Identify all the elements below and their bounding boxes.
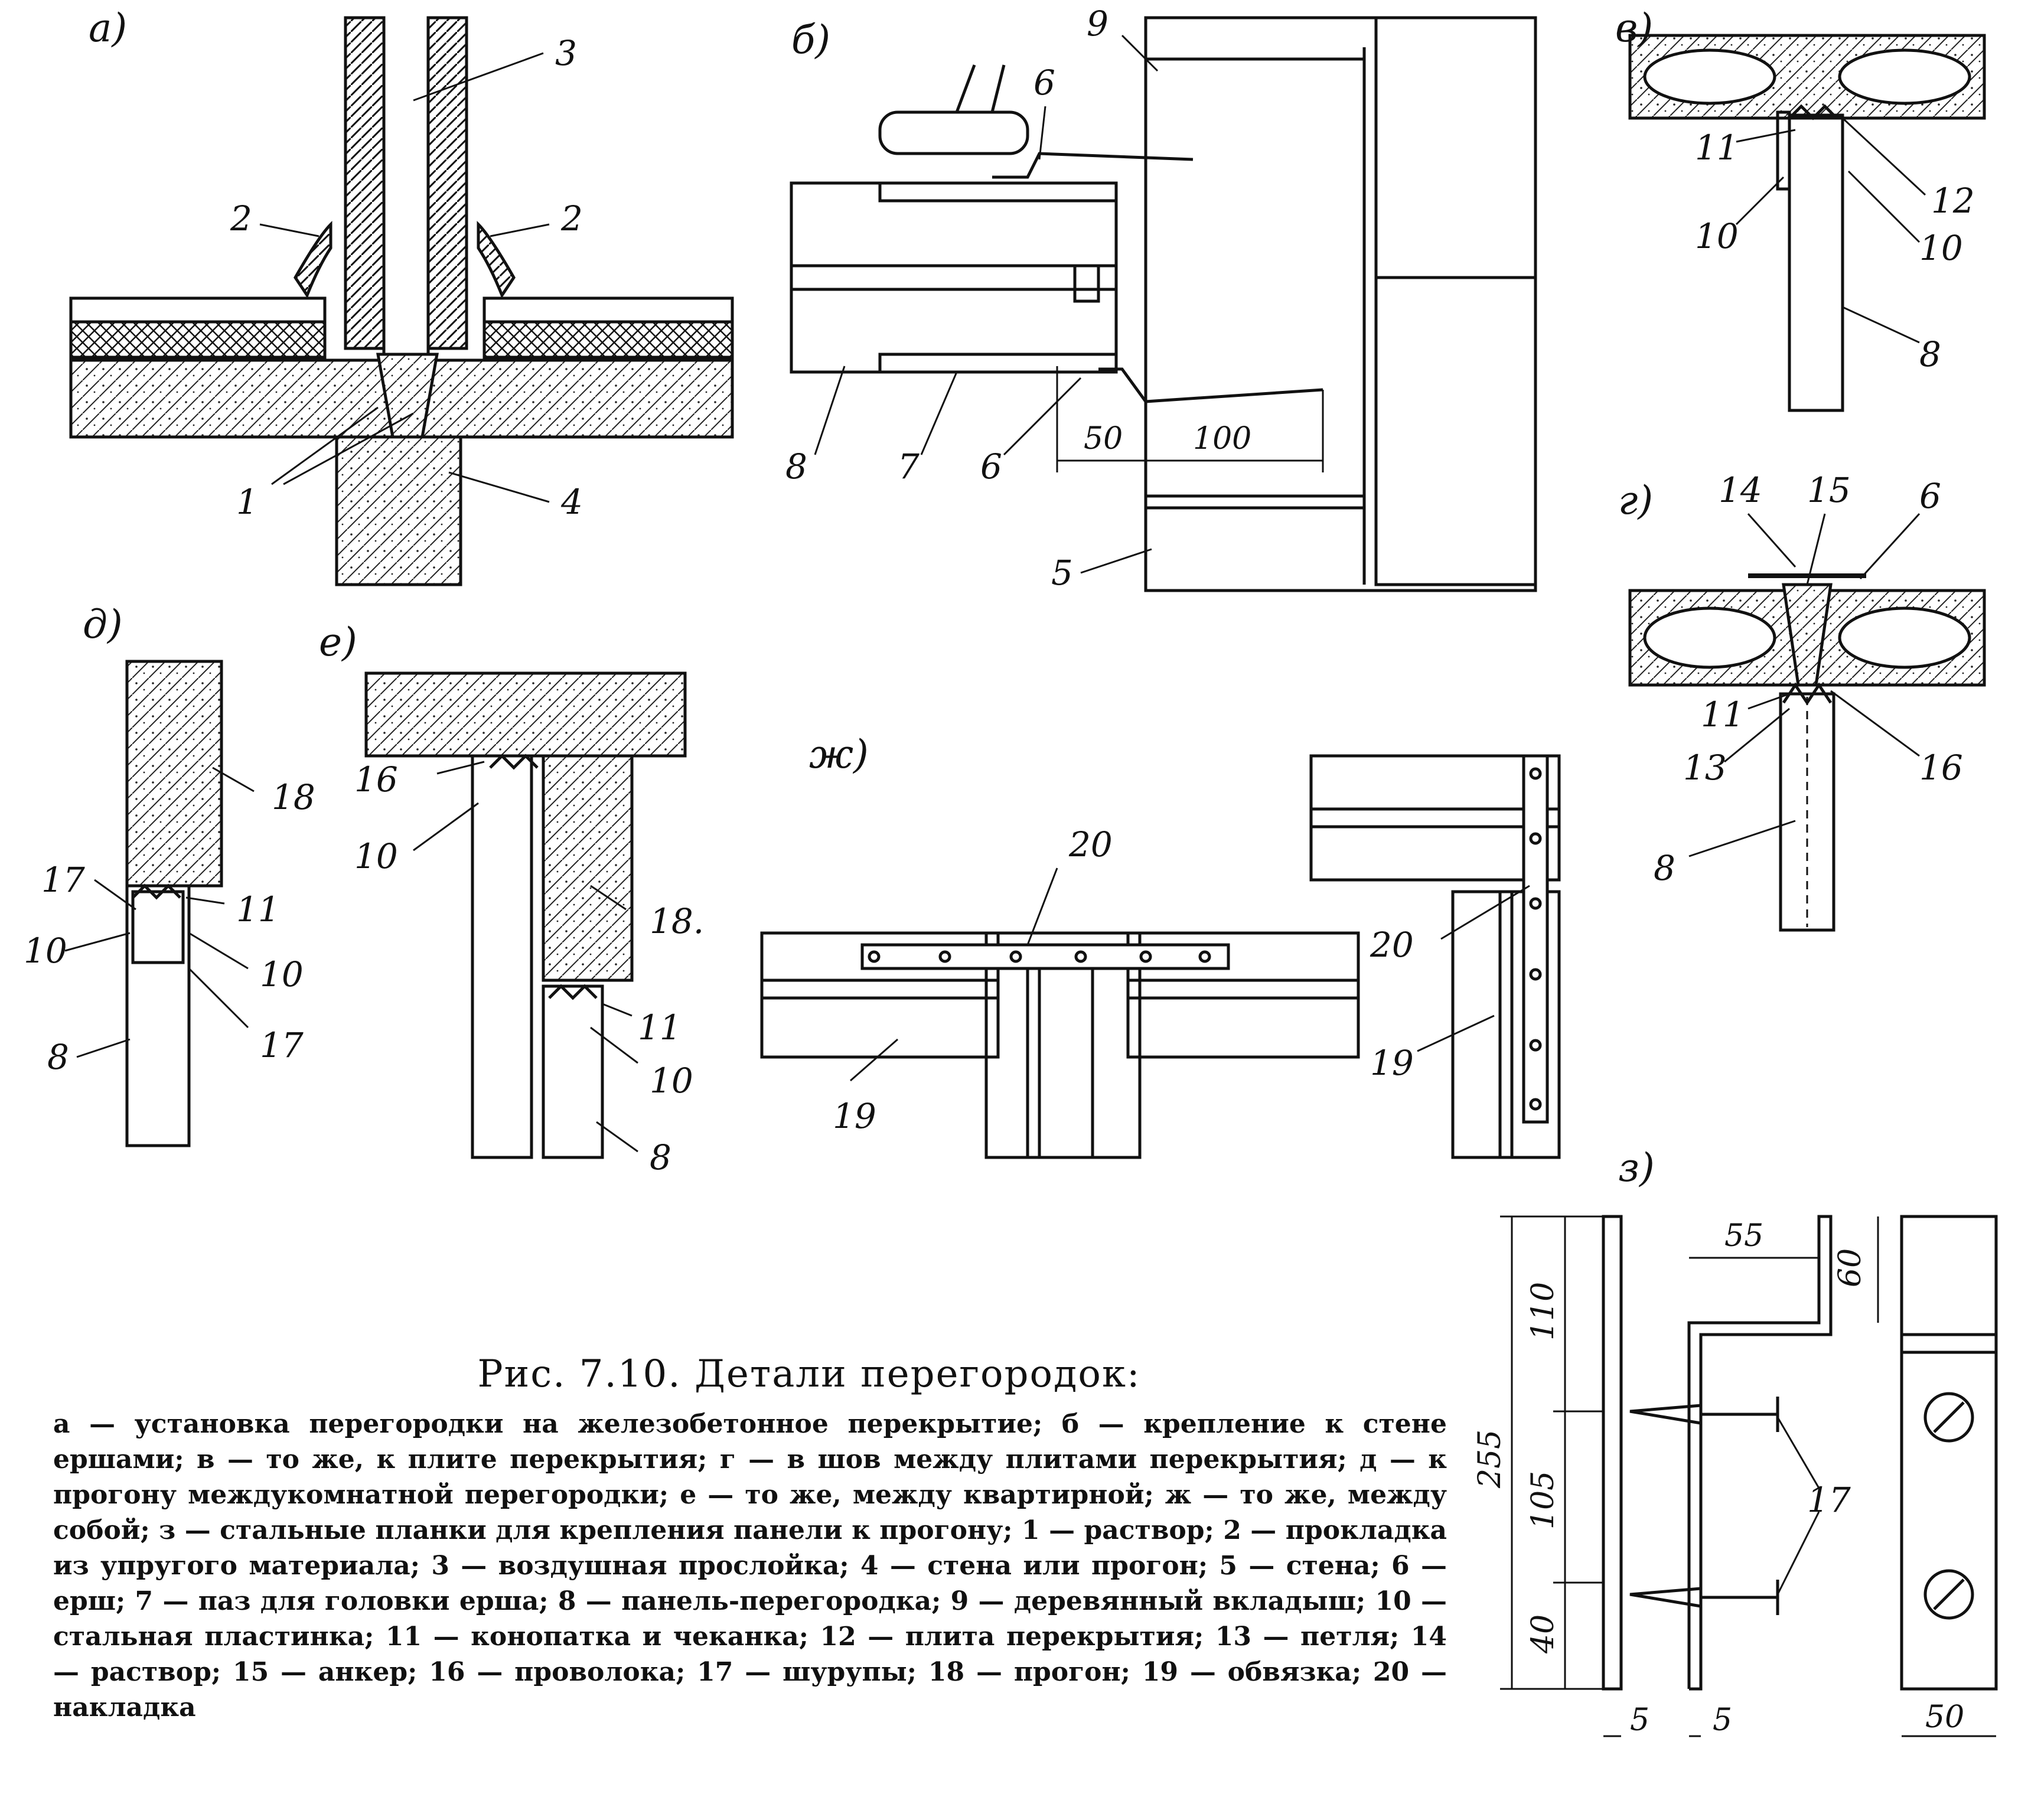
panel-letter-a: а) bbox=[89, 5, 127, 51]
label-8-e: 8 bbox=[650, 1137, 671, 1178]
label-17-z: 17 bbox=[1807, 1480, 1851, 1520]
panel-letter-d: д) bbox=[83, 602, 123, 647]
dim-5-left: 5 bbox=[1630, 1702, 1649, 1738]
panel-letter-g: г) bbox=[1618, 478, 1653, 523]
panel-a-drawing bbox=[69, 16, 734, 586]
label-16-e: 16 bbox=[354, 759, 398, 800]
dim-55: 55 bbox=[1724, 1218, 1763, 1254]
dim-5-right: 5 bbox=[1713, 1702, 1732, 1738]
label-11-g: 11 bbox=[1701, 694, 1745, 735]
dim-255: 255 bbox=[1472, 1430, 1508, 1489]
figure-title: Рис. 7.10. Детали перегородок: bbox=[477, 1352, 1141, 1396]
label-2-left: 2 bbox=[230, 198, 252, 239]
label-19-right: 19 bbox=[1370, 1043, 1414, 1083]
panel-e-drawing bbox=[364, 671, 687, 1159]
dim-100: 100 bbox=[1193, 421, 1251, 456]
panel-g-drawing bbox=[1628, 513, 1986, 932]
label-8-b: 8 bbox=[785, 446, 807, 487]
label-17-d-bottom: 17 bbox=[260, 1025, 304, 1065]
dim-50-z: 50 bbox=[1925, 1700, 1964, 1735]
dim-105: 105 bbox=[1525, 1471, 1561, 1529]
panel-b-drawing bbox=[790, 16, 1537, 592]
dim-60: 60 bbox=[1833, 1248, 1868, 1287]
label-8-d: 8 bbox=[47, 1037, 69, 1077]
label-15: 15 bbox=[1807, 470, 1851, 510]
label-18-e: 18. bbox=[650, 901, 704, 941]
label-12: 12 bbox=[1931, 181, 1975, 221]
label-8-g: 8 bbox=[1654, 848, 1675, 888]
panel-letter-zh: ж) bbox=[809, 732, 869, 777]
label-18-d: 18 bbox=[272, 777, 315, 817]
dim-110: 110 bbox=[1525, 1282, 1561, 1340]
panel-zh-drawing bbox=[760, 754, 1561, 1159]
label-3: 3 bbox=[555, 33, 577, 73]
figure-legend: а — установка перегородки на железобетон… bbox=[53, 1409, 1447, 1723]
label-8-v: 8 bbox=[1919, 334, 1941, 374]
label-9: 9 bbox=[1087, 4, 1108, 44]
label-13: 13 bbox=[1683, 748, 1727, 788]
figure-caption: Рис. 7.10. Детали перегородок: а — устан… bbox=[53, 1352, 1447, 1726]
label-10-v-right: 10 bbox=[1919, 228, 1963, 268]
label-6-top: 6 bbox=[1033, 63, 1055, 103]
label-2-right: 2 bbox=[560, 198, 583, 239]
panel-letter-e: е) bbox=[319, 619, 357, 665]
label-10-d-left: 10 bbox=[24, 931, 67, 971]
dim-50: 50 bbox=[1084, 421, 1123, 456]
label-11-d: 11 bbox=[236, 889, 280, 929]
label-10-d-right: 10 bbox=[260, 954, 304, 994]
label-10-e-right: 10 bbox=[650, 1061, 693, 1101]
label-20-right: 20 bbox=[1370, 925, 1414, 965]
panel-letter-b: б) bbox=[791, 17, 830, 63]
panel-z-drawing bbox=[1500, 1215, 1998, 1737]
label-20-left: 20 bbox=[1068, 824, 1113, 865]
label-16-g: 16 bbox=[1919, 748, 1963, 788]
label-4: 4 bbox=[560, 482, 583, 522]
panel-v-drawing bbox=[1628, 34, 1986, 412]
label-6-g: 6 bbox=[1919, 476, 1941, 516]
label-10-v-left: 10 bbox=[1695, 216, 1739, 256]
label-6-bottom: 6 bbox=[980, 446, 1002, 487]
panel-d-drawing bbox=[64, 660, 255, 1147]
dim-40: 40 bbox=[1525, 1614, 1561, 1654]
label-1: 1 bbox=[236, 482, 258, 522]
label-5: 5 bbox=[1051, 553, 1073, 593]
label-10-e-left: 10 bbox=[354, 836, 398, 876]
label-17-d-top: 17 bbox=[41, 860, 85, 900]
label-11-v: 11 bbox=[1695, 128, 1739, 168]
label-19-left: 19 bbox=[833, 1096, 876, 1136]
panel-letter-z: з) bbox=[1618, 1145, 1655, 1190]
panel-letter-v: в) bbox=[1615, 5, 1653, 51]
label-14: 14 bbox=[1719, 470, 1762, 510]
label-7: 7 bbox=[898, 446, 920, 487]
label-11-e: 11 bbox=[638, 1007, 682, 1048]
